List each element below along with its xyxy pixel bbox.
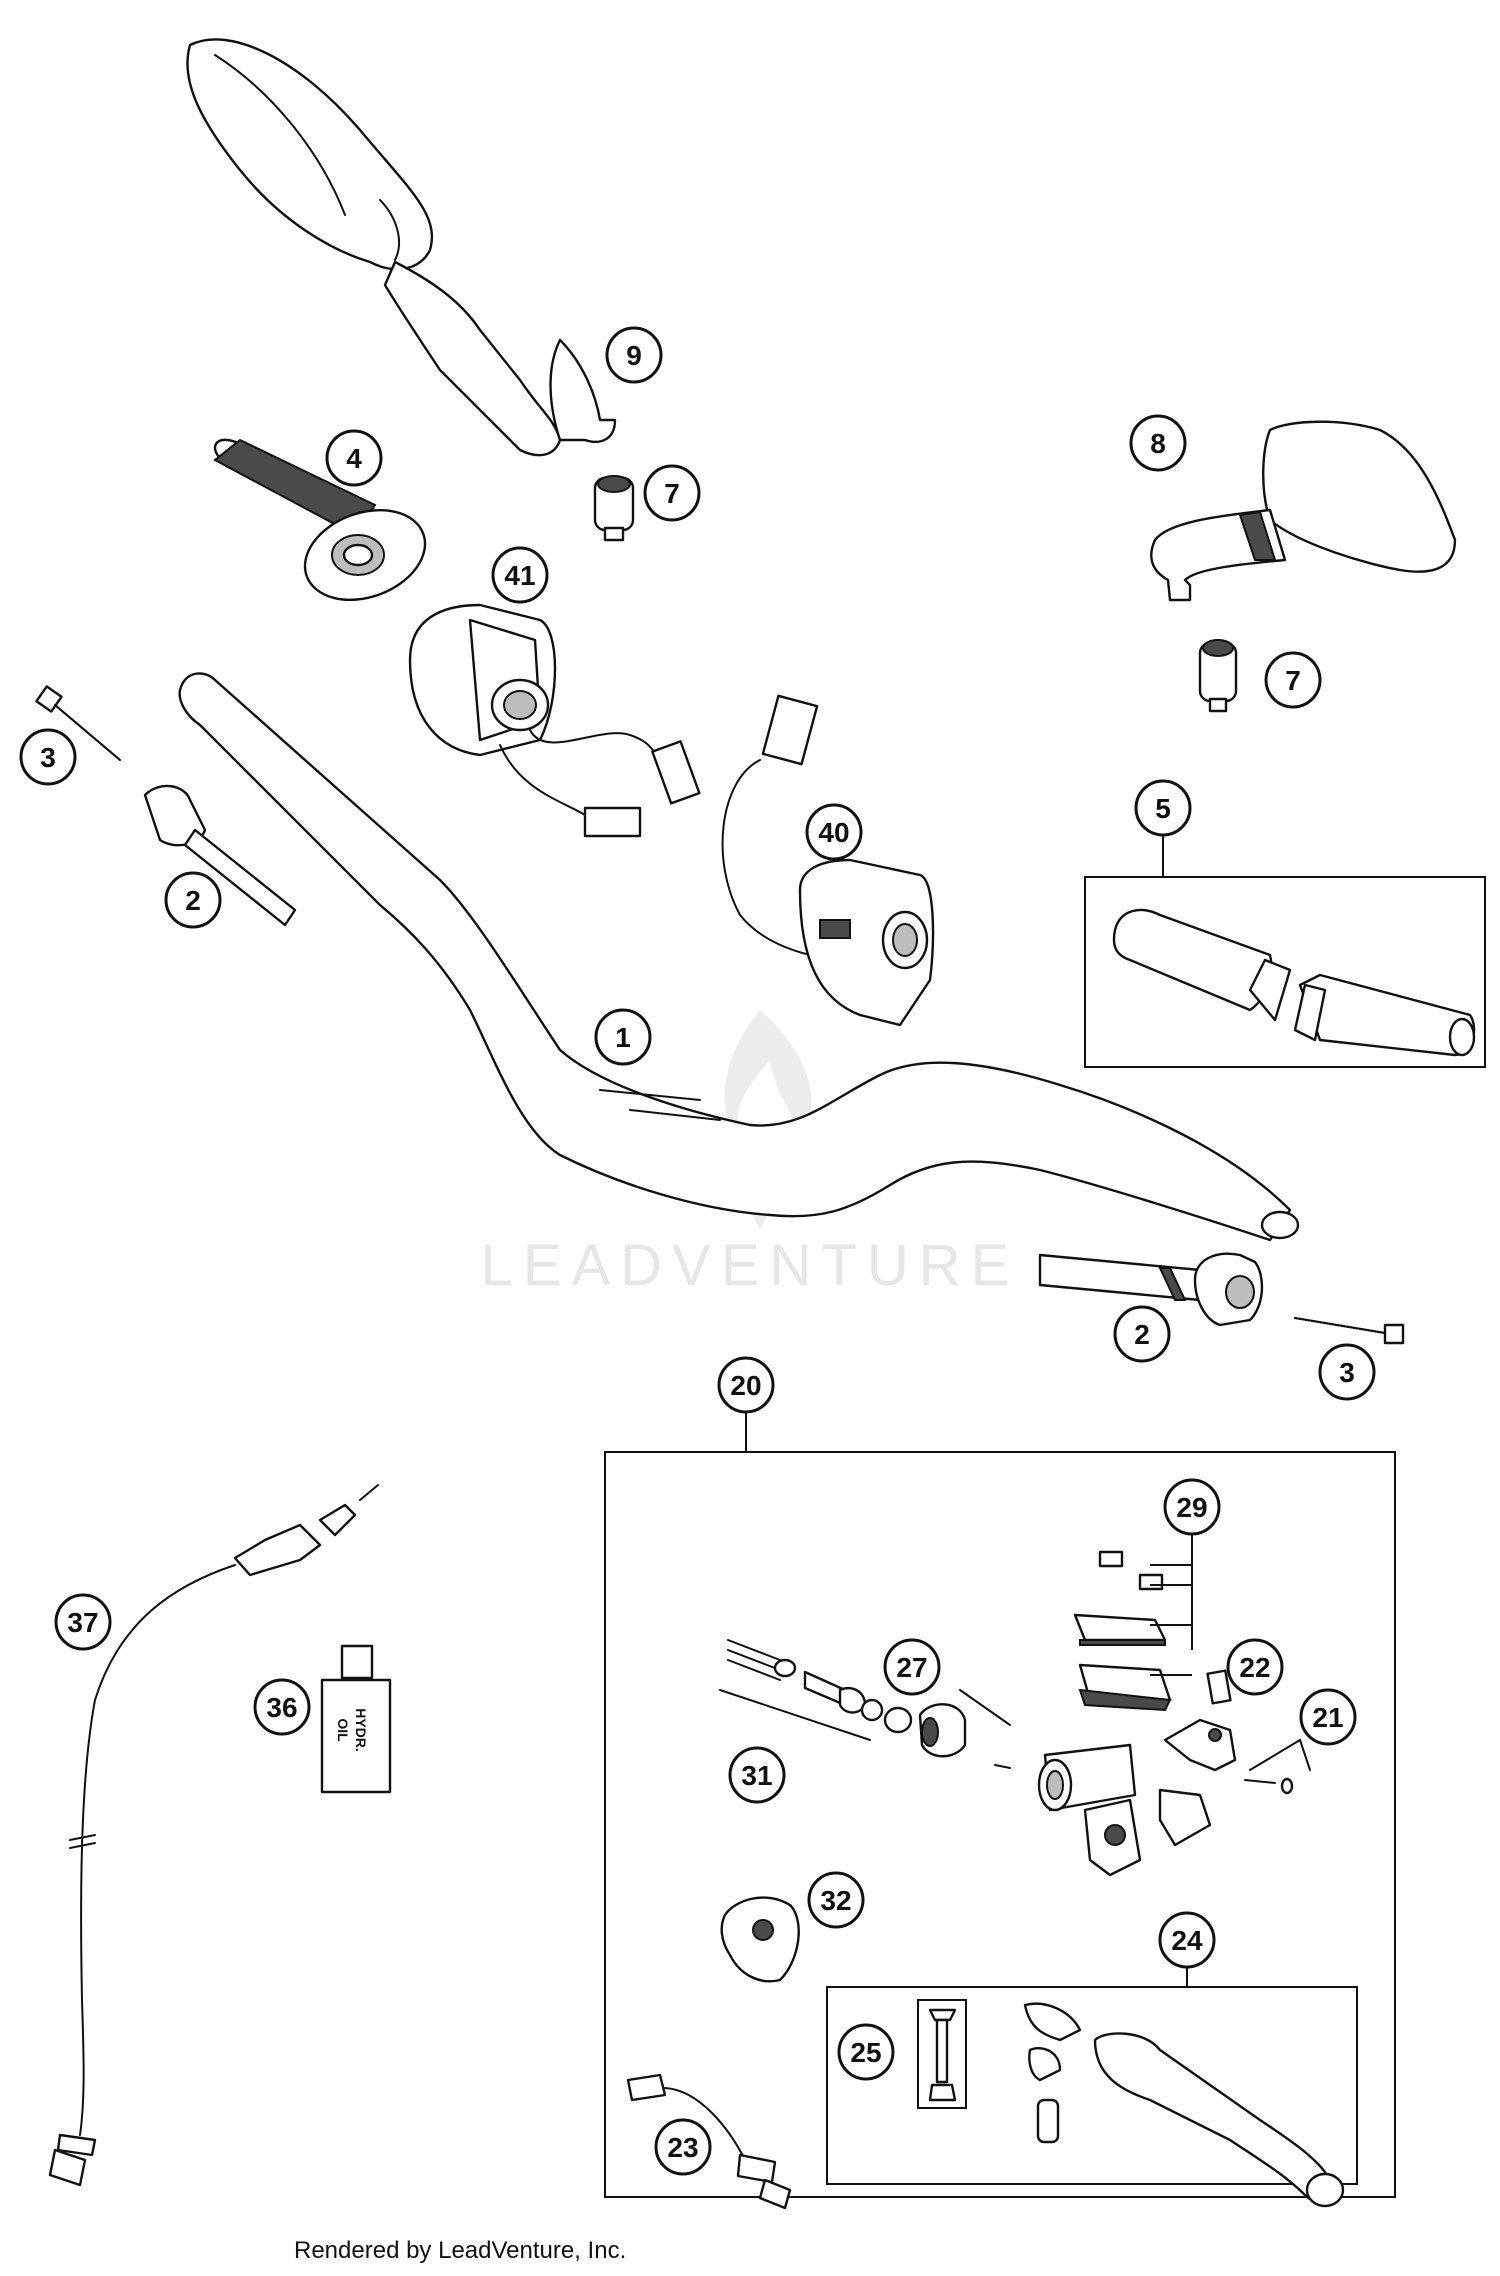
svg-text:25: 25 xyxy=(850,2037,881,2068)
svg-text:37: 37 xyxy=(67,1607,98,1638)
callout-37: 37 xyxy=(54,1593,112,1651)
callout-3-left: 3 xyxy=(19,728,77,786)
callout-4: 4 xyxy=(325,429,383,487)
callout-24: 24 xyxy=(1158,1911,1216,1969)
reservoir-cover-set xyxy=(1073,1550,1232,1712)
svg-text:7: 7 xyxy=(664,478,680,509)
callout-29: 29 xyxy=(1163,1478,1221,1536)
callout-40: 40 xyxy=(805,803,863,861)
render-credit: Rendered by LeadVenture, Inc. xyxy=(294,2237,626,2264)
svg-text:31: 31 xyxy=(741,1760,772,1791)
box-grips xyxy=(1084,876,1486,1068)
bar-end-weight-right xyxy=(1198,639,1238,713)
bar-end-left xyxy=(143,784,297,927)
callout-9: 9 xyxy=(605,326,663,384)
callout-27: 27 xyxy=(883,1638,941,1696)
svg-text:32: 32 xyxy=(820,1885,851,1916)
svg-text:36: 36 xyxy=(266,1692,297,1723)
switch-right xyxy=(721,694,935,1027)
callout-20: 20 xyxy=(717,1356,775,1414)
callout-36: 36 xyxy=(253,1678,311,1736)
svg-text:4: 4 xyxy=(346,443,362,474)
clutch-sensor xyxy=(626,2073,792,2210)
mirror-right xyxy=(1150,420,1457,602)
svg-text:7: 7 xyxy=(1285,665,1301,696)
clutch-hose xyxy=(48,1484,379,2187)
box-25 xyxy=(917,1999,967,2109)
callout-41: 41 xyxy=(491,546,549,604)
svg-text:2: 2 xyxy=(1134,1319,1150,1350)
callout-5: 5 xyxy=(1134,779,1192,837)
callout-25: 25 xyxy=(837,2023,895,2081)
svg-text:9: 9 xyxy=(626,340,642,371)
svg-text:3: 3 xyxy=(1339,1357,1355,1388)
pivot-pin xyxy=(1244,1739,1311,1795)
bar-end-weight-left xyxy=(593,475,635,542)
svg-text:29: 29 xyxy=(1176,1492,1207,1523)
watermark-text: LEADVENTURE xyxy=(481,1233,1020,1298)
callout-3-right: 3 xyxy=(1318,1343,1376,1401)
callout-21: 21 xyxy=(1299,1688,1357,1746)
callout-32: 32 xyxy=(807,1871,865,1929)
callout-2-right: 2 xyxy=(1113,1305,1171,1363)
svg-text:23: 23 xyxy=(667,2132,698,2163)
svg-text:8: 8 xyxy=(1150,428,1166,459)
svg-text:3: 3 xyxy=(40,742,56,773)
watermark-flame-icon xyxy=(724,1010,812,1150)
lever-parts xyxy=(928,2002,1345,2208)
callout-22: 22 xyxy=(1226,1638,1284,1696)
throttle-grip xyxy=(213,438,427,602)
piston-kit xyxy=(719,1639,1011,1769)
switch-left xyxy=(408,603,701,838)
bolt-right xyxy=(1294,1317,1405,1345)
svg-text:5: 5 xyxy=(1155,793,1171,824)
svg-text:22: 22 xyxy=(1239,1652,1270,1683)
bolt-left xyxy=(35,685,121,761)
svg-text:27: 27 xyxy=(896,1652,927,1683)
bottle-label-line1: HYDR. xyxy=(353,1708,369,1752)
box-master-cylinder xyxy=(604,1451,1396,2198)
svg-text:41: 41 xyxy=(504,560,535,591)
bottle-label-line2: OIL xyxy=(335,1718,351,1742)
svg-text:20: 20 xyxy=(730,1370,761,1401)
callout-31: 31 xyxy=(728,1746,786,1804)
box-lever xyxy=(826,1986,1358,2185)
callout-7-left: 7 xyxy=(643,464,701,522)
mirror-left xyxy=(186,38,617,457)
handlebar xyxy=(178,672,1300,1242)
clamp-upper xyxy=(1163,1718,1237,1772)
callout-23: 23 xyxy=(654,2118,712,2176)
svg-text:2: 2 xyxy=(185,885,201,916)
master-cylinder-body xyxy=(1037,1743,1212,1877)
grips xyxy=(1112,908,1476,1057)
svg-text:40: 40 xyxy=(818,817,849,848)
svg-text:24: 24 xyxy=(1171,1925,1203,1956)
callout-7-right: 7 xyxy=(1264,651,1322,709)
svg-text:21: 21 xyxy=(1312,1702,1343,1733)
callout-8: 8 xyxy=(1129,414,1187,472)
hydraulic-oil-bottle: HYDR. OIL xyxy=(320,1644,392,1794)
callout-1: 1 xyxy=(594,1008,652,1066)
svg-text:1: 1 xyxy=(615,1022,631,1053)
clamp-32 xyxy=(720,1896,800,1983)
callout-2-left: 2 xyxy=(164,871,222,929)
bar-end-right xyxy=(1038,1252,1264,1327)
